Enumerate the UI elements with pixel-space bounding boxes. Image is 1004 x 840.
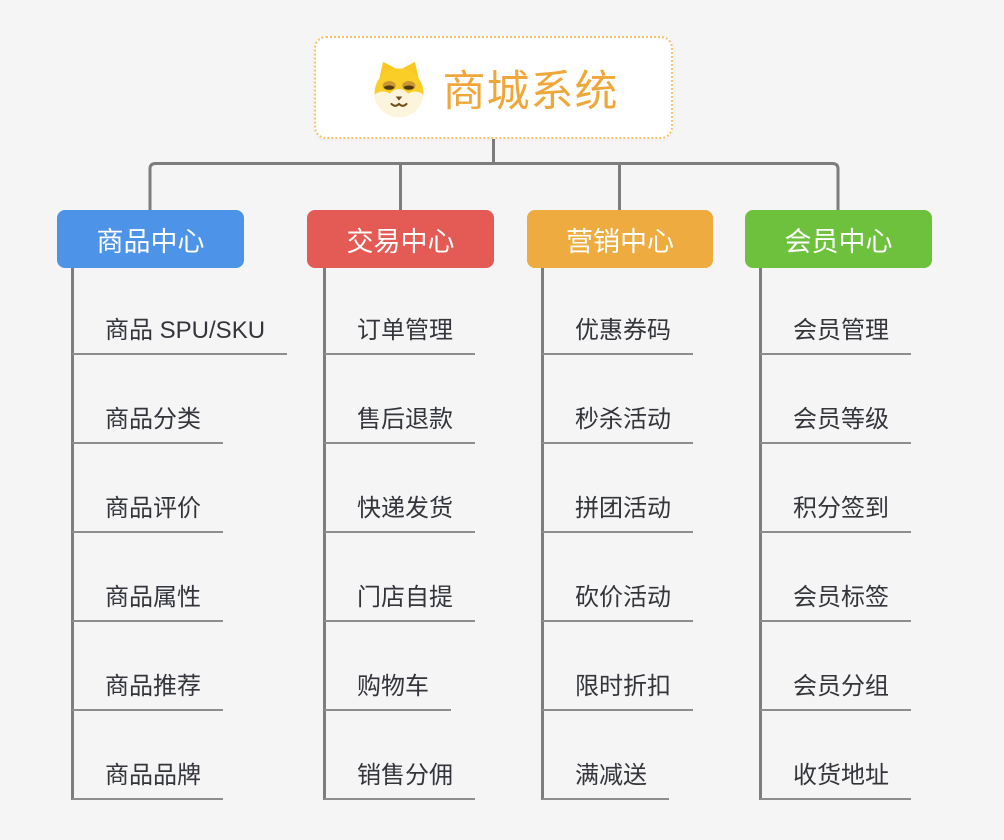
leaf-node[interactable]: 商品评价	[72, 487, 223, 533]
leaf-label: 砍价活动	[575, 584, 671, 611]
branch-node-trade-center[interactable]: 交易中心	[307, 210, 494, 268]
branch-node-label: 交易中心	[346, 226, 455, 257]
leaf-node[interactable]: 砍价活动	[542, 576, 693, 622]
branch-node-label: 营销中心	[566, 226, 674, 257]
leaf-label: 拼团活动	[575, 495, 671, 522]
leaf-node[interactable]: 会员等级	[760, 398, 911, 444]
leaf-node[interactable]: 门店自提	[324, 576, 475, 622]
leaf-node[interactable]: 商品属性	[72, 576, 223, 622]
leaf-label: 订单管理	[357, 317, 453, 344]
leaf-node[interactable]: 商品品牌	[72, 754, 223, 800]
branch-node-label: 会员中心	[784, 226, 893, 257]
leaf-node[interactable]: 收货地址	[760, 754, 911, 800]
branch-trunk-line	[71, 268, 74, 800]
leaf-label: 门店自提	[357, 584, 453, 611]
leaf-node[interactable]: 会员管理	[760, 309, 911, 355]
leaf-node[interactable]: 积分签到	[760, 487, 911, 533]
branch-children-marketing-center: 优惠券码 秒杀活动 拼团活动 砍价活动 限时折扣 满减送	[541, 268, 802, 800]
branch-children-trade-center: 订单管理 售后退款 快递发货 门店自提 购物车 销售分佣	[323, 268, 584, 800]
leaf-node[interactable]: 拼团活动	[542, 487, 693, 533]
leaf-node[interactable]: 优惠券码	[542, 309, 693, 355]
leaf-node[interactable]: 商品 SPU/SKU	[72, 309, 288, 355]
leaf-node[interactable]: 商品分类	[72, 398, 223, 444]
leaf-label: 积分签到	[793, 495, 889, 522]
leaf-label: 商品 SPU/SKU	[105, 317, 266, 344]
branch-trunk-line	[759, 268, 762, 800]
shiba-dog-icon	[369, 58, 429, 118]
leaf-node[interactable]: 秒杀活动	[542, 398, 693, 444]
leaf-node[interactable]: 会员分组	[760, 665, 911, 711]
branch-node-member-center[interactable]: 会员中心	[745, 210, 932, 268]
leaf-node[interactable]: 限时折扣	[542, 665, 693, 711]
leaf-label: 商品评价	[105, 495, 201, 522]
leaf-node[interactable]: 售后退款	[324, 398, 475, 444]
leaf-label: 商品品牌	[105, 762, 201, 789]
bus-line	[148, 162, 840, 210]
leaf-label: 商品分类	[105, 406, 201, 433]
root-node[interactable]: 商城系统	[314, 36, 673, 139]
branch-node-marketing-center[interactable]: 营销中心	[527, 210, 713, 268]
root-node-label: 商城系统	[442, 67, 619, 116]
branch-children-product-center: 商品 SPU/SKU 商品分类 商品评价 商品属性 商品推荐 商品品牌	[71, 268, 332, 800]
leaf-node[interactable]: 销售分佣	[324, 754, 475, 800]
leaf-node[interactable]: 满减送	[542, 754, 669, 800]
leaf-label: 快递发货	[357, 495, 453, 522]
leaf-label: 商品属性	[105, 584, 201, 611]
branch-trunk-line	[323, 268, 326, 800]
leaf-label: 购物车	[357, 673, 429, 700]
leaf-label: 限时折扣	[575, 673, 671, 700]
branch-trunk-line	[541, 268, 544, 800]
leaf-node[interactable]: 会员标签	[760, 576, 911, 622]
leaf-label: 售后退款	[357, 406, 453, 433]
leaf-node[interactable]: 快递发货	[324, 487, 475, 533]
leaf-label: 会员标签	[793, 584, 889, 611]
leaf-label: 销售分佣	[357, 762, 453, 789]
leaf-label: 会员分组	[793, 673, 889, 700]
branch-node-product-center[interactable]: 商品中心	[57, 210, 244, 268]
leaf-node[interactable]: 商品推荐	[72, 665, 223, 711]
leaf-label: 收货地址	[793, 762, 889, 789]
branch-node-label: 商品中心	[96, 226, 205, 257]
leaf-label: 会员管理	[793, 317, 889, 344]
leaf-label: 秒杀活动	[575, 406, 671, 433]
leaf-node[interactable]: 订单管理	[324, 309, 475, 355]
branch-children-member-center: 会员管理 会员等级 积分签到 会员标签 会员分组 收货地址	[759, 268, 1004, 800]
leaf-label: 商品推荐	[105, 673, 201, 700]
leaf-label: 优惠券码	[575, 317, 671, 344]
leaf-node[interactable]: 购物车	[324, 665, 451, 711]
leaf-label: 满减送	[575, 762, 647, 789]
leaf-label: 会员等级	[793, 406, 889, 433]
